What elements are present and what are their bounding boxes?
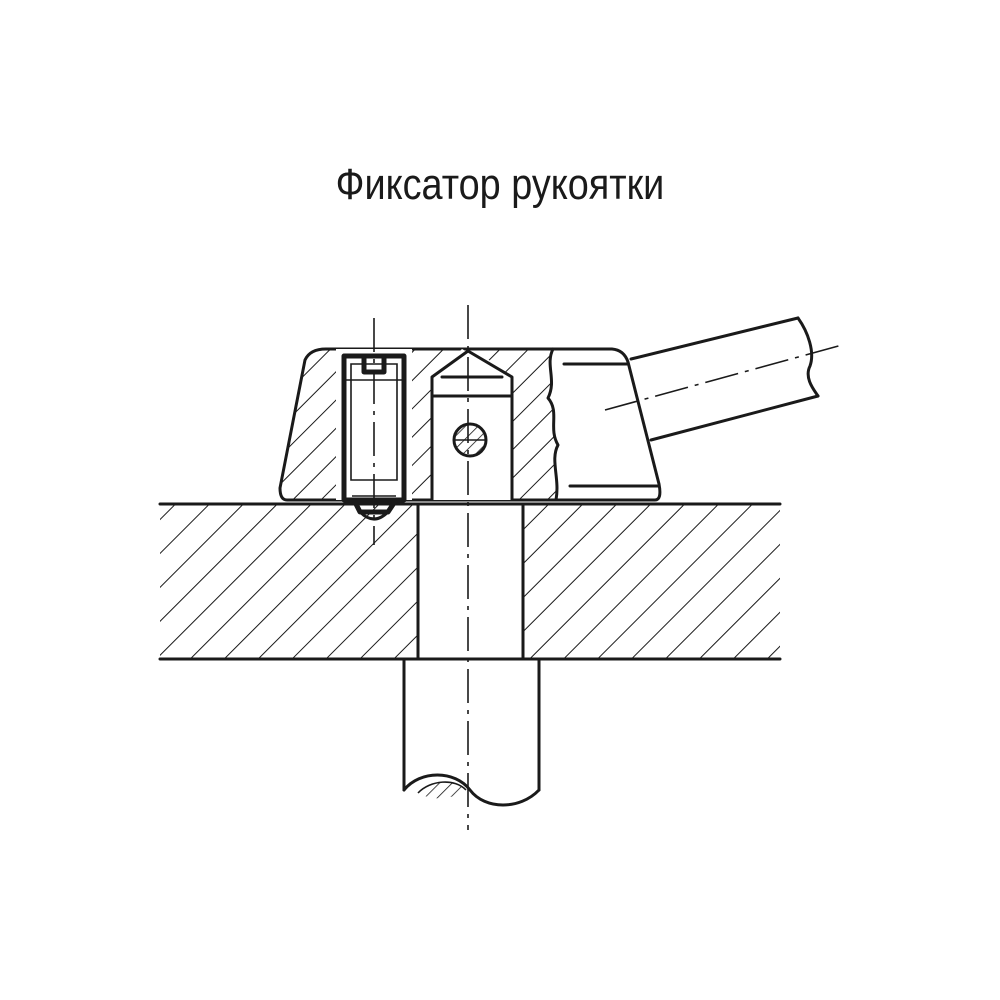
hub-break-line bbox=[546, 347, 560, 502]
rod-top-edge bbox=[629, 316, 800, 361]
pin-outline bbox=[430, 349, 514, 502]
shaft bbox=[402, 657, 541, 807]
screw-tip-collar bbox=[351, 498, 399, 515]
rod-bottom-edge bbox=[649, 394, 820, 442]
rod-break-line bbox=[796, 316, 820, 398]
shaft-break-hatch bbox=[418, 782, 466, 799]
hub-left-section bbox=[280, 349, 336, 500]
base-plate bbox=[158, 502, 782, 661]
diagram-title: Фиксатор рукоятки bbox=[335, 160, 665, 209]
hub-middle-section bbox=[412, 349, 462, 500]
shaft-break-line bbox=[402, 773, 541, 807]
locking-pin bbox=[430, 349, 514, 502]
hub-outline bbox=[278, 347, 662, 502]
handle-rod bbox=[604, 316, 843, 442]
rod-center-axis bbox=[604, 344, 843, 411]
plate-left-section bbox=[160, 504, 418, 659]
plate-right-section bbox=[523, 504, 780, 659]
shaft-break-inner bbox=[417, 781, 467, 794]
hub-right-section bbox=[474, 349, 558, 500]
